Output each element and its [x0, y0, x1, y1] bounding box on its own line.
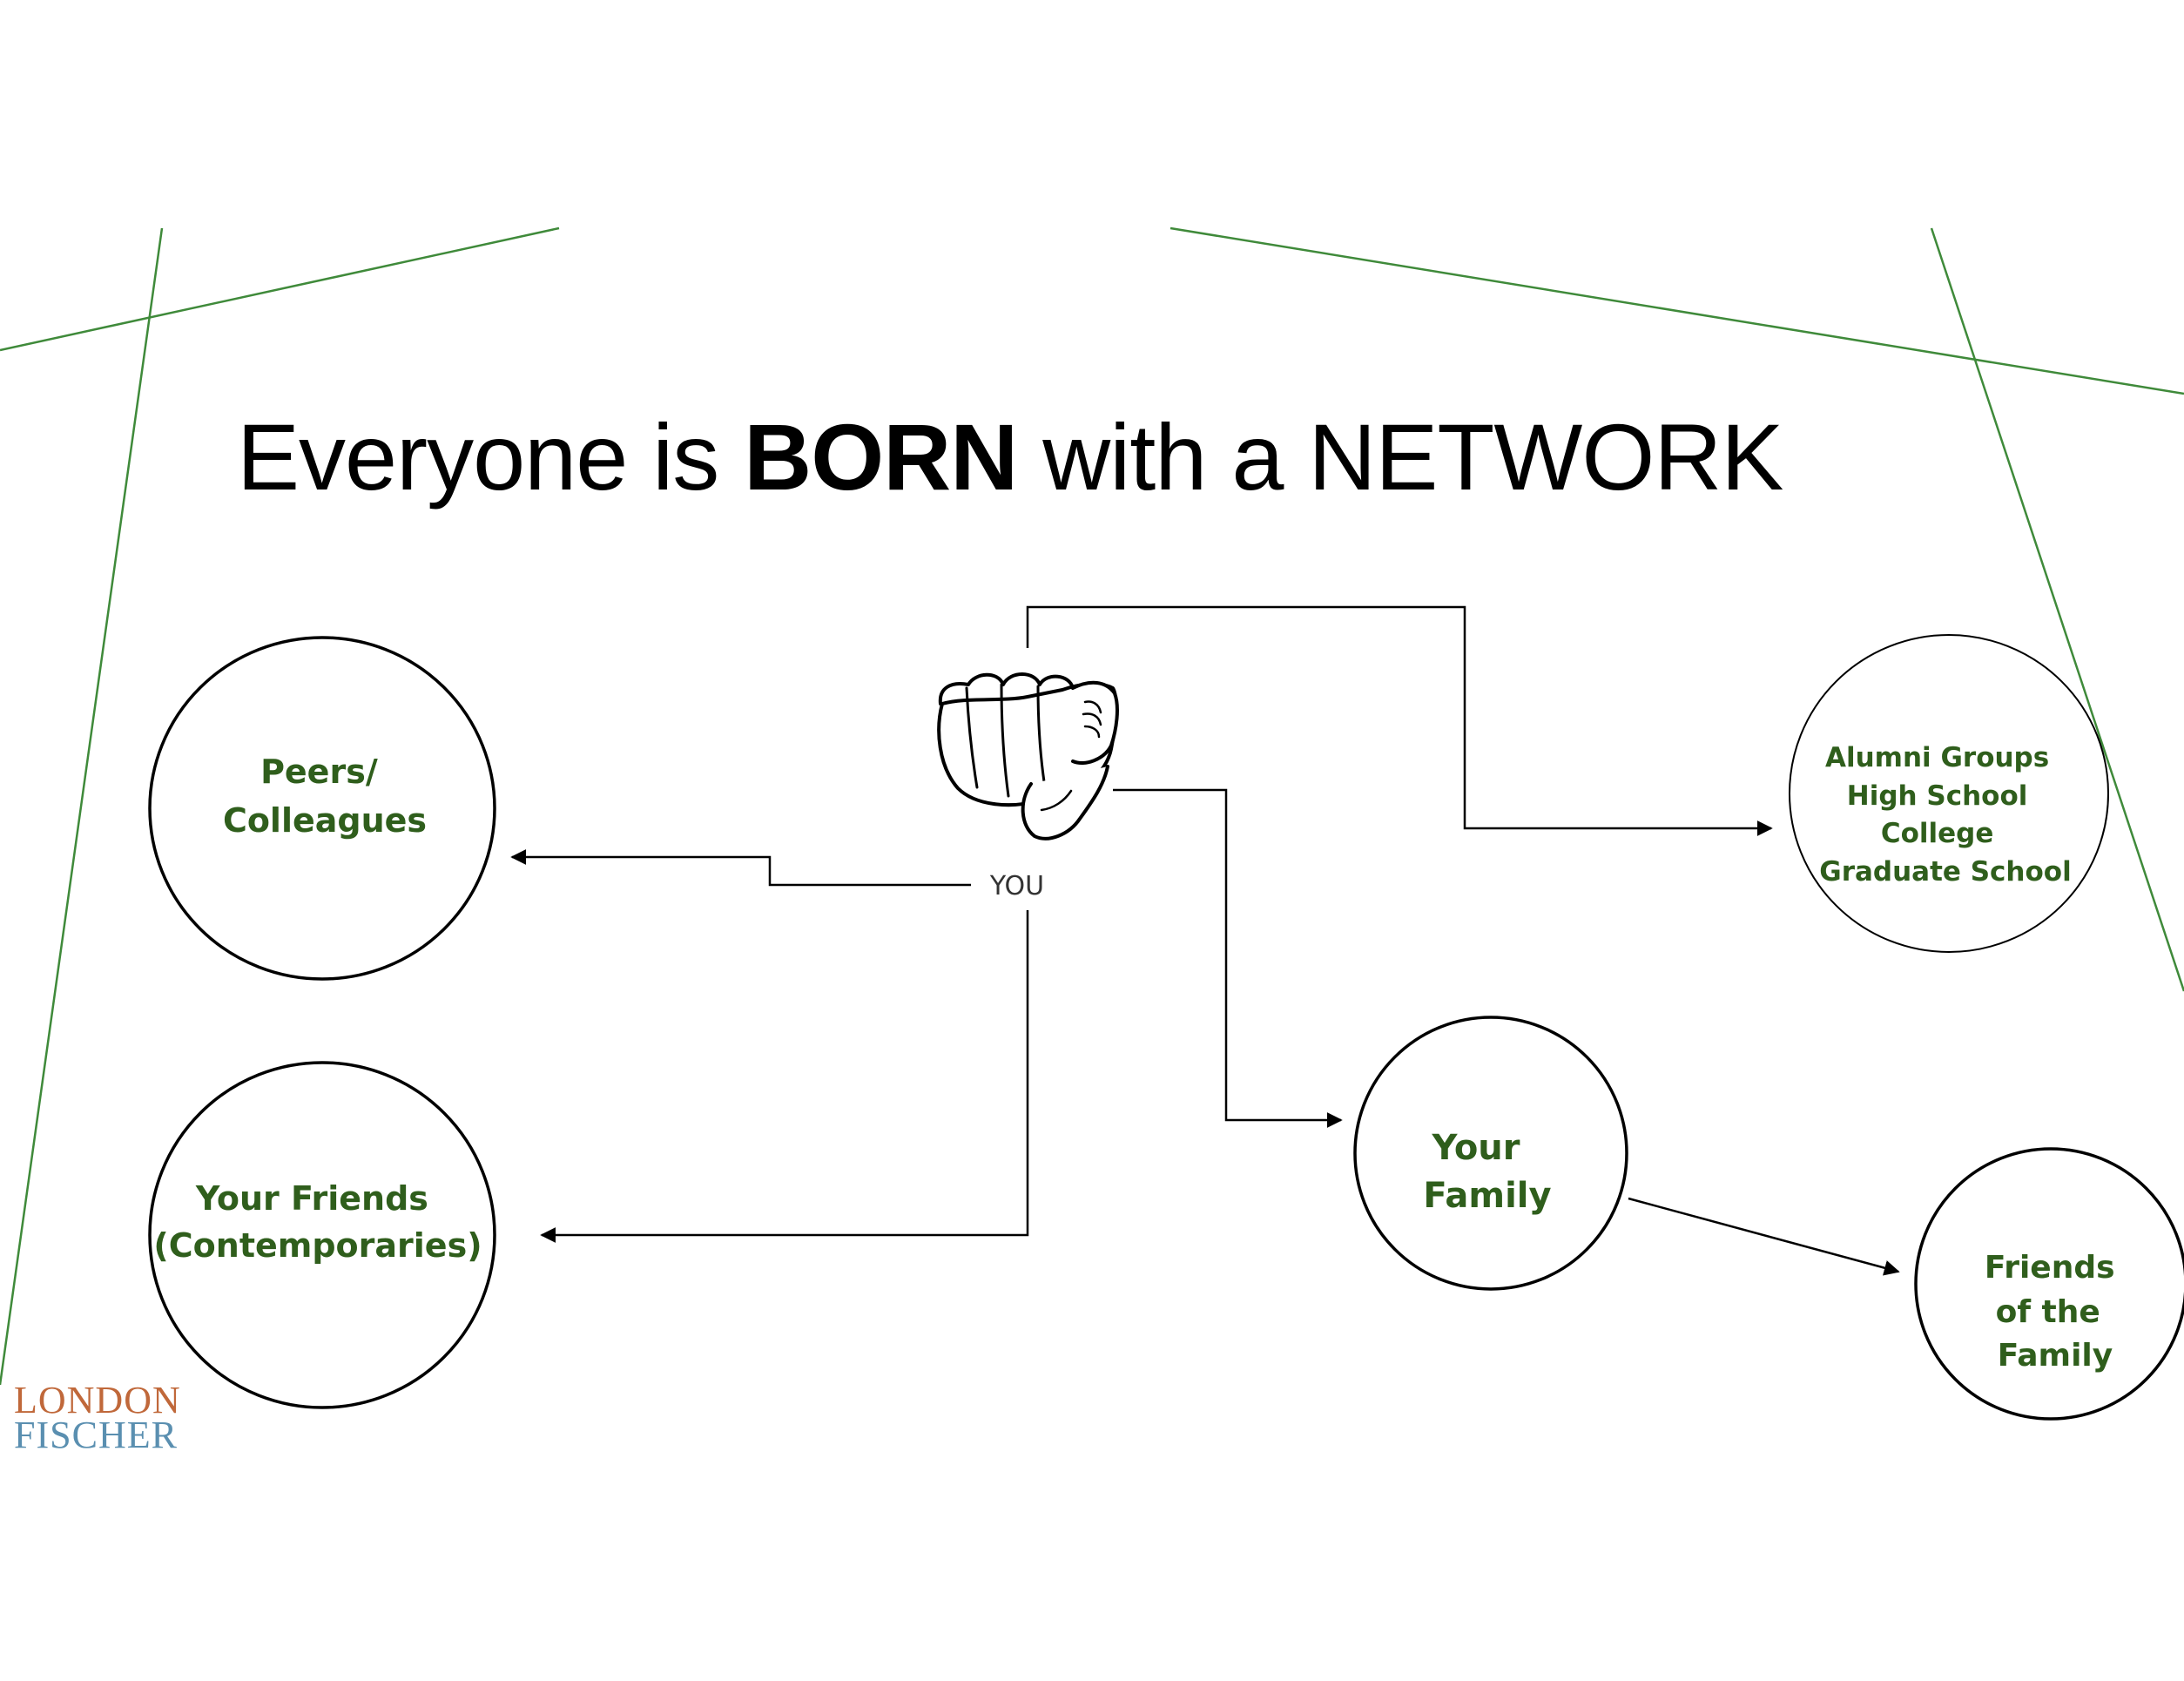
connector-friends [540, 910, 1029, 1243]
node-peers-circle [148, 636, 496, 981]
deco-line [0, 227, 164, 1386]
logo-line2: FISCHER [14, 1414, 178, 1456]
connector-peers [510, 849, 971, 887]
node-family-circle [1353, 1016, 1628, 1291]
node-friends-label: Your Friends (Contemporaries) [153, 1179, 482, 1265]
node-friends-circle [148, 1061, 496, 1409]
connector-family [1113, 788, 1343, 1128]
logo-line1: LONDON [14, 1379, 181, 1421]
title-part3: with a NETWORK [1017, 404, 1783, 510]
page-title: Everyone is BORN with a NETWORK [237, 402, 1783, 511]
node-family-label: Your Family [1423, 1128, 1551, 1216]
deco-line [1170, 226, 2184, 395]
deco-line [1930, 227, 2184, 992]
node-peers-label: Peers/ Colleagues [223, 753, 427, 840]
connector-alumni [1026, 605, 1773, 836]
connector-family-friends [1628, 1197, 1900, 1276]
node-alumni-circle [1789, 634, 2109, 953]
deco-line [0, 226, 560, 352]
decorative-lines [0, 226, 2184, 1386]
company-logo: LONDON FISCHER [14, 1379, 181, 1456]
node-friends-of-family-circle [1914, 1147, 2184, 1421]
node-friends-of-family-label: Friends of the Family [1985, 1250, 2126, 1374]
you-label: YOU [989, 871, 1044, 901]
pointing-hand-icon [937, 672, 1119, 840]
nodes [148, 634, 2184, 1421]
title-part1: Everyone is [237, 404, 745, 510]
node-alumni-label: Alumni Groups High School College Gradua… [1819, 742, 2071, 888]
connectors [510, 605, 1900, 1276]
title-bold: BORN [744, 404, 1018, 510]
